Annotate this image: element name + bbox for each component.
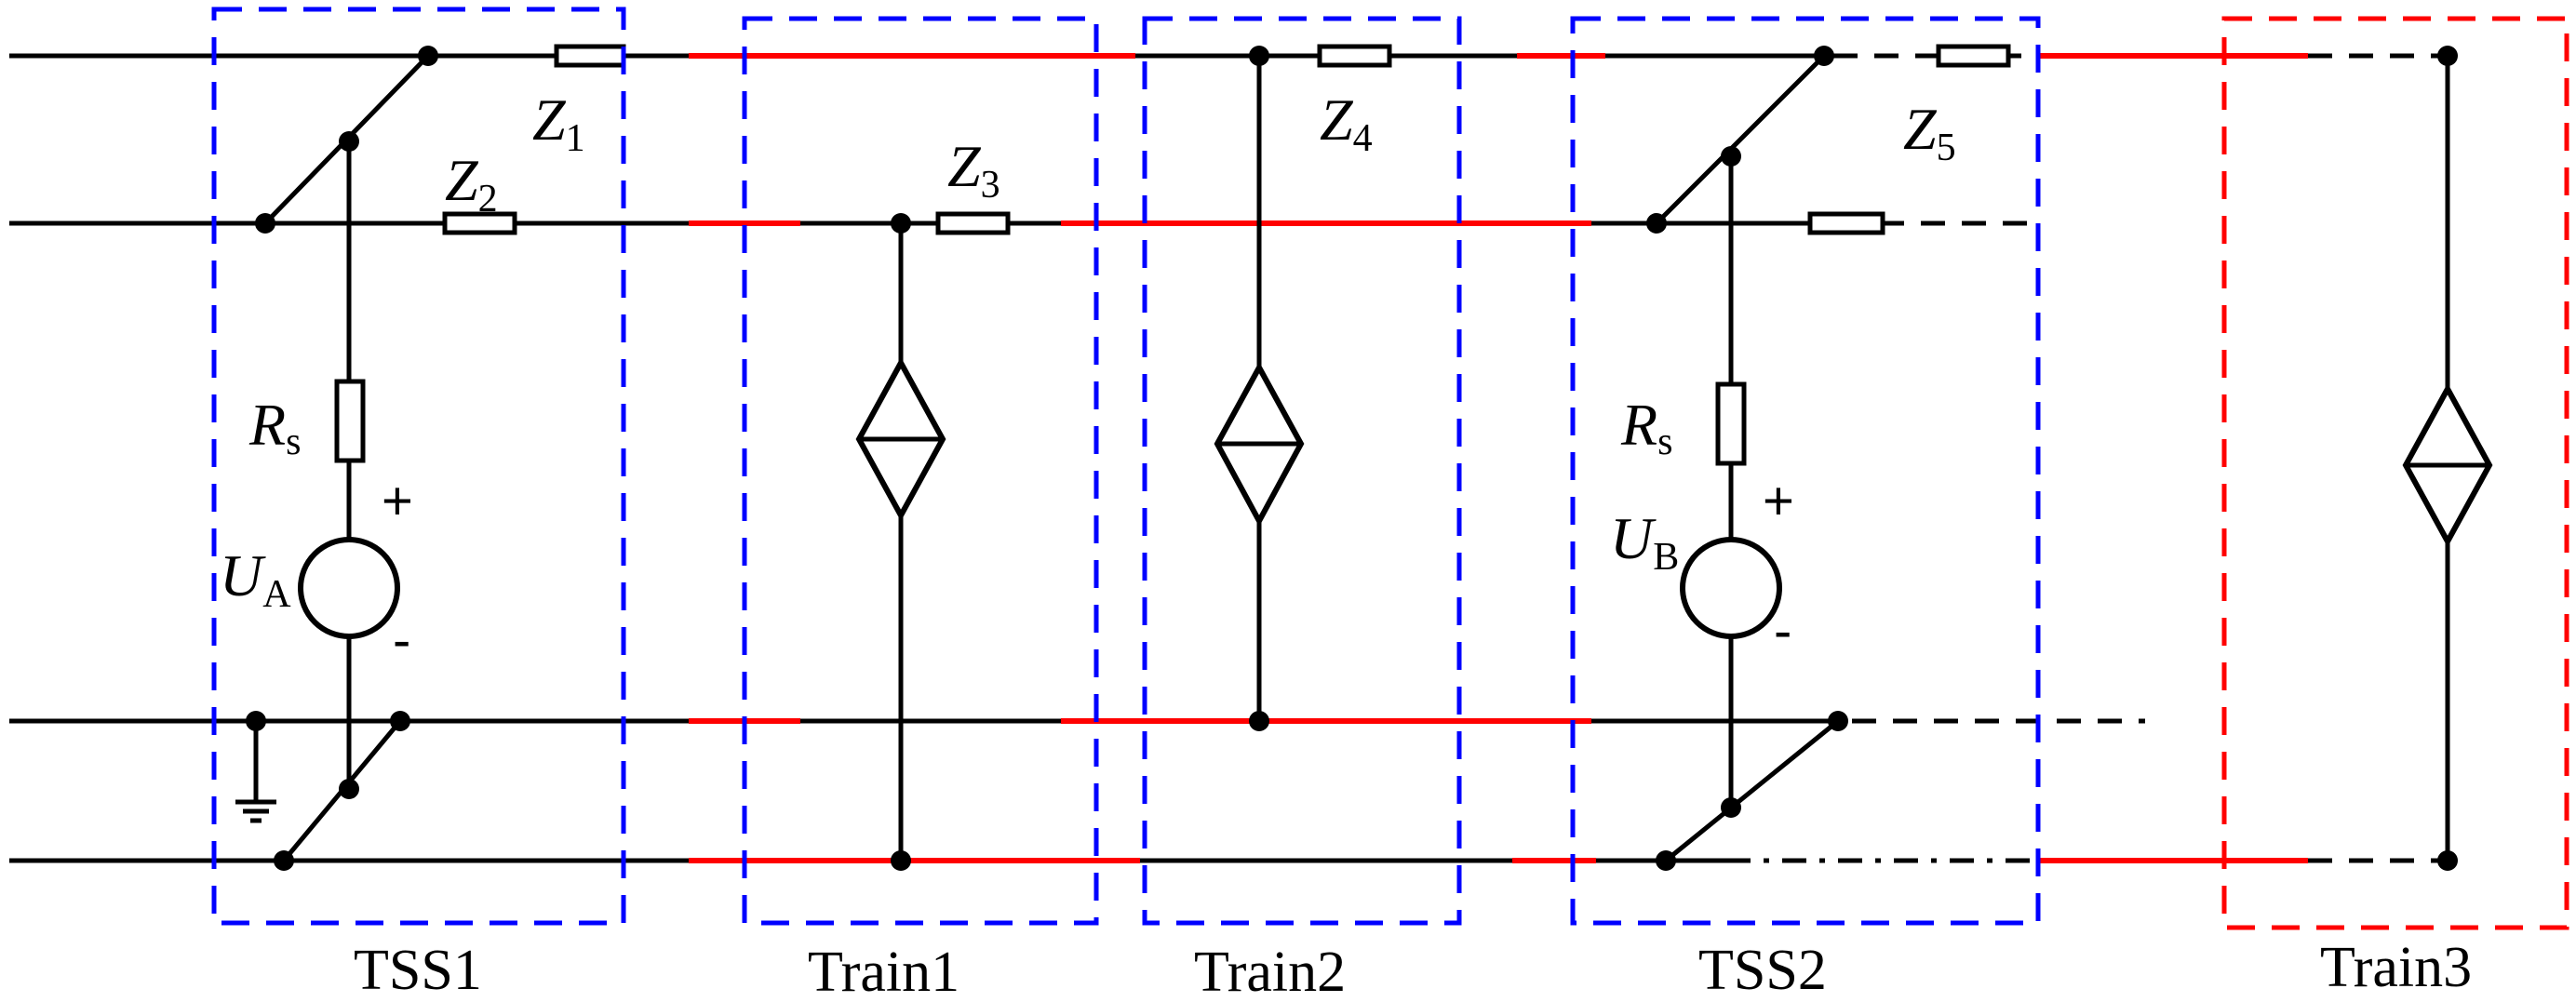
train2-boundary-box xyxy=(1142,16,1462,926)
z5-label: Z5 xyxy=(1903,96,1956,169)
tss2-ub-voltage-source xyxy=(1680,537,1782,639)
node xyxy=(1646,213,1667,234)
rs-a-label: Rs xyxy=(248,392,301,463)
train3-load xyxy=(2402,46,2493,871)
ua-plus-sign: + xyxy=(382,471,413,531)
tss2-substation xyxy=(1646,46,1848,871)
train2-load xyxy=(1214,46,1305,731)
tss1-ua-voltage-source xyxy=(298,537,400,639)
z4-impedance xyxy=(1317,44,1392,68)
tss2-rs-resistor xyxy=(1715,381,1747,466)
node xyxy=(339,131,359,152)
train1-caption: Train1 xyxy=(808,941,959,1002)
z1-impedance xyxy=(554,44,626,68)
node xyxy=(1249,46,1269,66)
node xyxy=(1828,711,1848,731)
z3-impedance xyxy=(935,211,1011,235)
tss1-substation xyxy=(235,46,438,871)
ground-icon xyxy=(235,799,276,823)
train1-load xyxy=(855,213,946,871)
ua-label: UA xyxy=(220,542,291,616)
node xyxy=(1721,797,1741,818)
train3-caption: Train3 xyxy=(2320,936,2472,999)
node xyxy=(255,213,275,234)
z2-label: Z2 xyxy=(445,147,498,220)
node xyxy=(1721,146,1741,167)
ua-minus-sign: - xyxy=(393,610,410,671)
node xyxy=(891,850,911,871)
z5-impedance xyxy=(1936,44,2011,68)
ub-plus-sign: + xyxy=(1763,471,1794,531)
tss2-boundary-box xyxy=(1570,16,2041,926)
node xyxy=(1656,850,1676,871)
tss1-boundary-box xyxy=(211,7,626,926)
z3-label: Z3 xyxy=(947,133,1000,207)
z4-label: Z4 xyxy=(1320,87,1373,160)
node xyxy=(891,213,911,234)
node xyxy=(1814,46,1834,66)
tss2-upper-diagonal xyxy=(1655,54,1826,225)
tss2-lower-diagonal xyxy=(1664,719,1840,862)
tss1-caption: TSS1 xyxy=(354,939,482,1002)
rs-b-label: Rs xyxy=(1620,392,1672,463)
ub-minus-sign: - xyxy=(1774,601,1791,661)
node xyxy=(1249,711,1269,731)
node xyxy=(2437,46,2458,66)
train1-boundary-box xyxy=(742,16,1099,926)
train2-caption: Train2 xyxy=(1194,941,1346,1002)
node xyxy=(339,779,359,799)
train3-boundary-box xyxy=(2221,16,2569,930)
z1-label: Z1 xyxy=(532,87,585,160)
tss2-caption: TSS2 xyxy=(1698,939,1827,1002)
node xyxy=(2437,850,2458,871)
node xyxy=(246,711,266,731)
z2-impedance xyxy=(442,211,517,235)
ub-label: UB xyxy=(1610,505,1679,579)
node xyxy=(418,46,438,66)
node xyxy=(274,850,294,871)
z5-line2-impedance xyxy=(1807,211,1885,235)
tss1-rs-resistor xyxy=(334,379,366,463)
node xyxy=(390,711,410,731)
